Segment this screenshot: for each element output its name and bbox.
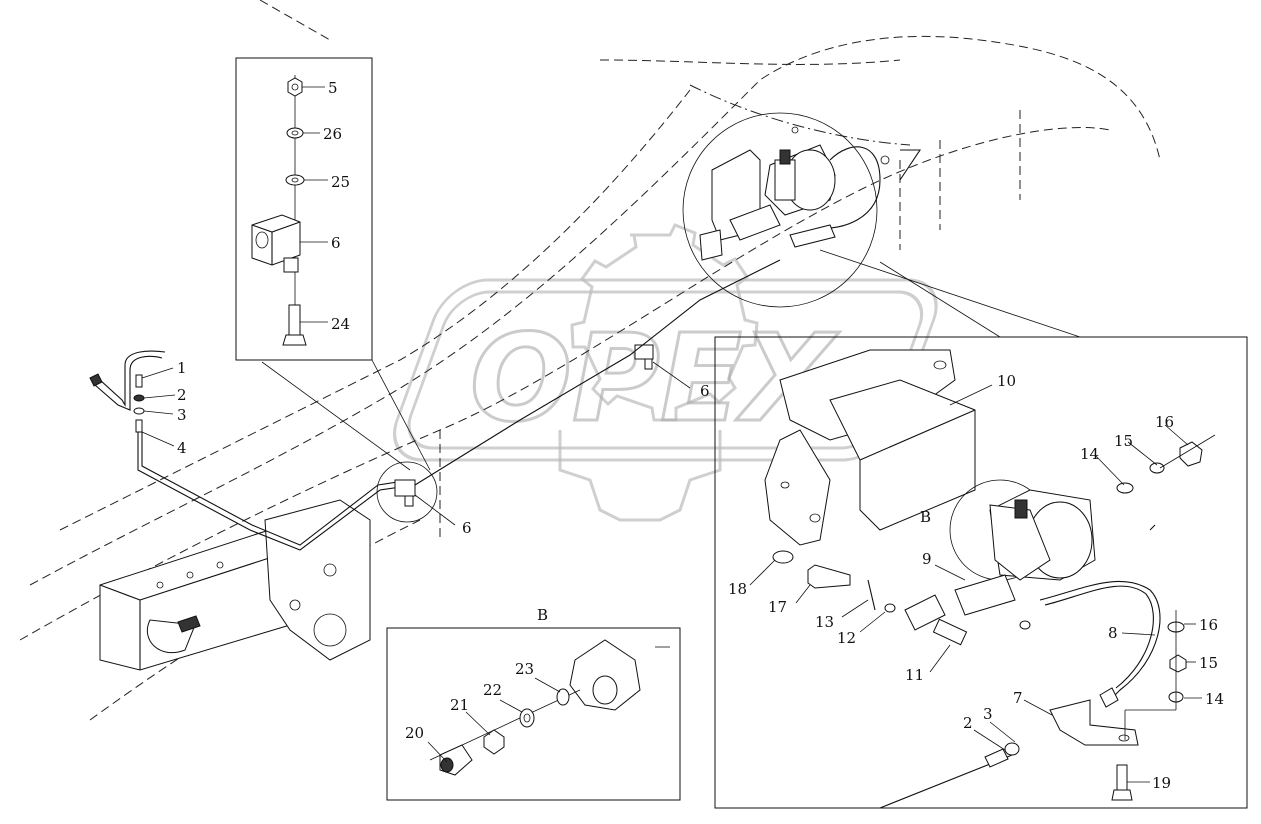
watermark-gear xyxy=(570,223,759,422)
callout-2-right: 2 xyxy=(963,714,973,732)
callout-3-right: 3 xyxy=(983,705,993,723)
callout-3-main: 3 xyxy=(177,406,187,424)
callout-10: 10 xyxy=(997,372,1016,390)
callout-26: 26 xyxy=(323,125,342,143)
brake-line-left xyxy=(89,350,416,551)
callout-20: 20 xyxy=(405,724,424,742)
inset-valve-exploded xyxy=(235,57,431,471)
brake-valve-body-6-lower xyxy=(394,479,416,507)
callout-25: 25 xyxy=(331,173,350,191)
callout-7: 7 xyxy=(1013,689,1023,707)
callout-17: 17 xyxy=(768,598,787,616)
callout-15-top: 15 xyxy=(1114,432,1133,450)
callout-11: 11 xyxy=(905,666,924,684)
callout-9: 9 xyxy=(922,550,932,568)
callout-18: 18 xyxy=(728,580,747,598)
watermark-text: OPEX xyxy=(470,310,840,449)
callout-4: 4 xyxy=(177,439,187,457)
callout-16-top: 16 xyxy=(1155,413,1174,431)
chassis-frame-outline xyxy=(19,0,1161,721)
frame-bracket xyxy=(264,499,371,661)
detail-right-frame xyxy=(714,336,1248,809)
brake-line-center xyxy=(414,259,781,486)
callout-24: 24 xyxy=(331,315,350,333)
callout-22: 22 xyxy=(483,681,502,699)
callout-2-main: 2 xyxy=(177,386,187,404)
callout-6-lower: 6 xyxy=(462,519,472,537)
callout-6-upper: 6 xyxy=(700,382,710,400)
callout-6-inset: 6 xyxy=(331,234,341,252)
brake-valve-body-6-upper xyxy=(634,344,654,370)
detail-b-title: B xyxy=(537,606,548,624)
callout-13: 13 xyxy=(815,613,834,631)
callout-14-right: 14 xyxy=(1205,690,1224,708)
detail-circle-valve xyxy=(376,461,438,523)
leader-lines xyxy=(141,86,1202,783)
booster-assembly-main xyxy=(682,112,1081,338)
callout-19: 19 xyxy=(1152,774,1171,792)
detail-b-frame xyxy=(386,627,681,801)
callout-14-top: 14 xyxy=(1080,445,1099,463)
callout-1: 1 xyxy=(177,359,187,377)
callout-12: 12 xyxy=(837,629,856,647)
detail-b-marker: B xyxy=(920,508,931,526)
callout-23: 23 xyxy=(515,660,534,678)
watermark-gear-lower xyxy=(558,430,722,522)
callout-8: 8 xyxy=(1108,624,1118,642)
callout-5: 5 xyxy=(328,79,338,97)
callout-21: 21 xyxy=(450,696,469,714)
callout-15-right: 15 xyxy=(1199,654,1218,672)
callout-16-right: 16 xyxy=(1199,616,1218,634)
watermark: OPEX xyxy=(392,223,938,522)
